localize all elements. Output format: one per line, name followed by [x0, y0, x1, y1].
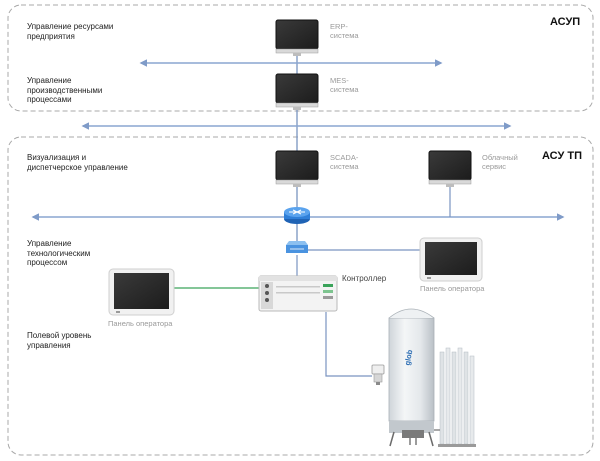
mes-label: MES-система: [330, 76, 359, 94]
vaporizer-icon: [434, 347, 476, 447]
router-icon[interactable]: [284, 207, 310, 224]
controller-field-link: [325, 312, 372, 377]
erp-monitor-icon[interactable]: [275, 19, 319, 56]
cloud-monitor-icon[interactable]: [428, 150, 472, 187]
mes-monitor-icon[interactable]: [275, 73, 319, 110]
asutp-zone-border: [7, 136, 594, 456]
operator-panel-left-icon[interactable]: [108, 268, 175, 316]
scada-label: SCADA-система: [330, 153, 359, 171]
cryogenic-tank-icon: glob: [388, 308, 435, 447]
pressure-sensor-icon[interactable]: [371, 364, 385, 385]
switch-icon[interactable]: [286, 241, 308, 253]
controller-icon[interactable]: [258, 275, 338, 312]
level-label-production: Управление производственными процессами: [27, 76, 103, 104]
asutp-zone-title: АСУ ТП: [542, 150, 582, 162]
cloud-label: Облачный сервис: [482, 153, 518, 171]
level-label-enterprise: Управление ресурсами предприятия: [27, 22, 114, 41]
controller-label: Контроллер: [342, 274, 387, 283]
operator-panel-left-label: Панель оператора: [108, 319, 173, 328]
scada-monitor-icon[interactable]: [275, 150, 319, 187]
operator-panel-right-label: Панель оператора: [420, 284, 485, 293]
level-label-process-control: Управление технологическим процессом: [27, 239, 91, 267]
level-label-visualization: Визуализация и диспетчерское управление: [27, 153, 128, 172]
asup-zone-border: [7, 4, 594, 112]
svg-text:glob: glob: [403, 349, 415, 367]
level-label-field: Полевой уровень управления: [27, 331, 92, 350]
asup-zone-title: АСУП: [550, 16, 581, 28]
erp-label: ERP-система: [330, 22, 359, 40]
operator-panel-right-icon[interactable]: [419, 237, 483, 282]
